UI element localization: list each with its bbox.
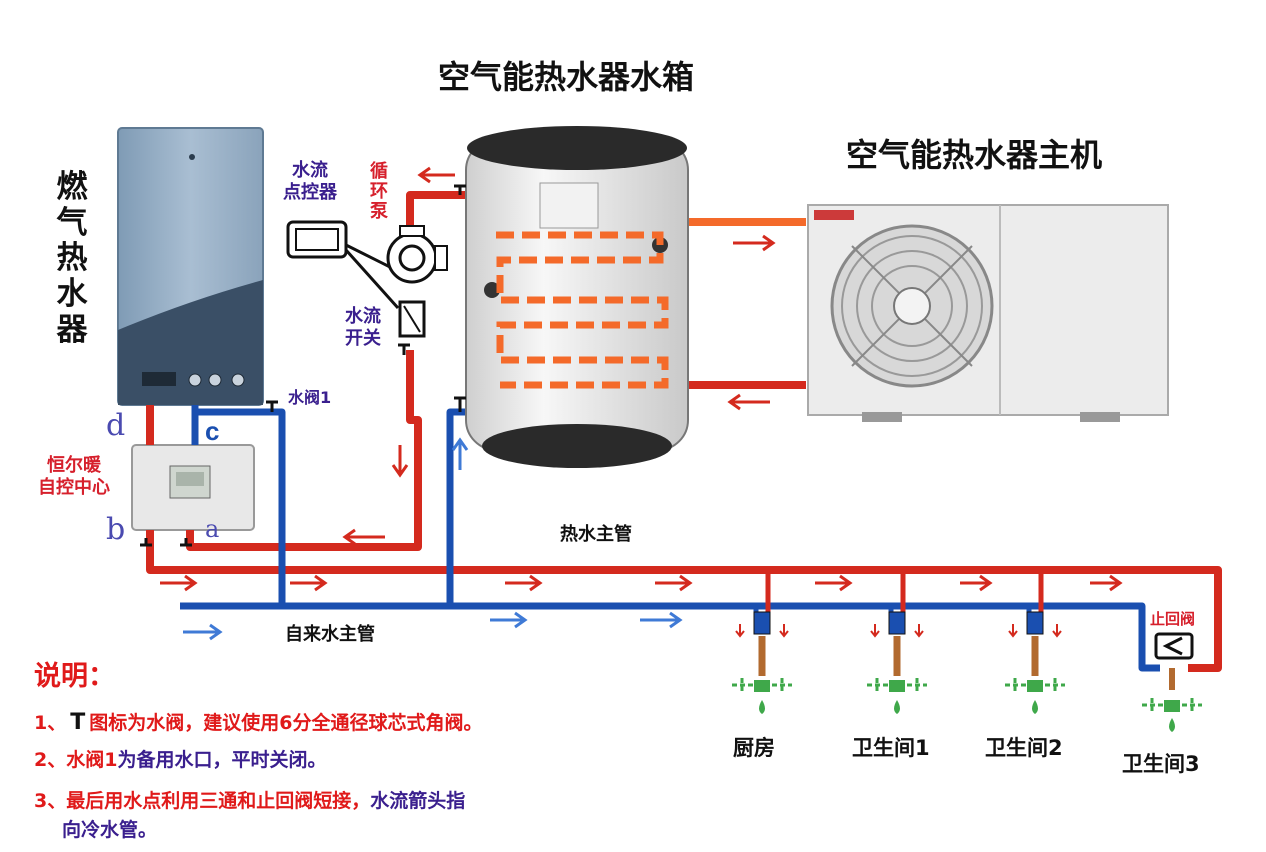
gas-water-heater (117, 127, 264, 406)
branch-arrow-r-0 (779, 624, 789, 638)
fixture-branches (732, 570, 1202, 732)
fixture-bathroom-2: 卫生间2 (985, 736, 1063, 760)
port-d-label: d (106, 408, 126, 443)
branch-arrow-r-2 (1052, 624, 1062, 638)
control-center-label: 恒尔暖 自控中心 (38, 455, 110, 498)
cold-water-pipes (180, 405, 1160, 672)
water-valve-1-label: 水阀1 (288, 388, 332, 407)
gas-heater-title: 燃 气 热 水 器 (56, 169, 88, 348)
hot-main-label: 热水主管 (560, 524, 632, 545)
note-3-purple: 水流箭头指 (370, 790, 466, 812)
branch-arrow-l-2 (1008, 624, 1018, 638)
check-valve (1154, 632, 1194, 690)
flow-arrows-hot (160, 166, 1123, 592)
note-2: 2、水阀1为备用水口，平时关闭。 (34, 745, 326, 772)
mixer-valve-2 (1026, 611, 1044, 635)
tank-title: 空气能热水器水箱 (438, 58, 695, 96)
water-drop-3 (1169, 718, 1175, 732)
flow-arrows-cold (183, 437, 683, 641)
note-3-red: 3、最后用水点利用三通和止回阀短接， (34, 790, 371, 812)
circulation-pump (386, 225, 448, 284)
flow-controller-label: 水流 点控器 (283, 160, 337, 203)
water-drop-2 (1032, 700, 1038, 714)
valve-t-icon: T (70, 710, 86, 735)
flow-controller-device (286, 220, 400, 310)
fixture-bathroom-1: 卫生间1 (852, 736, 930, 760)
branch-arrow-l-0 (735, 624, 745, 638)
water-drop-1 (894, 700, 900, 714)
air-source-heat-pump-unit (807, 204, 1169, 422)
circulation-pump-label: 循 环 泵 (370, 161, 388, 222)
faucet-2 (1005, 678, 1065, 692)
fixture-bathroom-3: 卫生间3 (1122, 752, 1200, 776)
note-2-text: 为备用水口，平时关闭。 (117, 749, 327, 771)
note-3-line-2-text: 向冷水管。 (62, 819, 158, 841)
valve-symbols (140, 184, 466, 547)
branch-arrow-l-1 (870, 624, 880, 638)
notes-heading: 说明： (34, 661, 115, 692)
port-a-label: a (205, 515, 220, 543)
main-unit-title: 空气能热水器主机 (846, 136, 1103, 174)
port-c-label: c (205, 416, 220, 446)
branch-arrow-r-1 (914, 624, 924, 638)
flow-switch (398, 300, 426, 338)
note-3: 3、最后用水点利用三通和止回阀短接，水流箭头指 (34, 786, 465, 813)
check-valve-label: 止回阀 (1150, 610, 1196, 628)
heating-coil (496, 231, 669, 389)
faucet-body-0 (754, 680, 770, 692)
water-drop-0 (759, 700, 765, 714)
fixture-kitchen: 厨房 (733, 736, 775, 760)
note-2-prefix: 2、 (34, 749, 67, 771)
water-tank (465, 126, 689, 468)
faucet-0 (732, 678, 792, 692)
cold-main-label: 自来水主管 (285, 624, 375, 645)
note-1-prefix: 1、 (34, 712, 67, 734)
faucet-1 (867, 678, 927, 692)
mixer-valve-1 (888, 611, 906, 635)
note-2-red: 水阀1 (66, 749, 118, 771)
flow-switch-label: 水流 开关 (345, 306, 381, 349)
mixer-valve-0 (753, 611, 771, 635)
control-center-box (131, 444, 255, 531)
note-1-text: 图标为水阀，建议使用6分全通径球芯式角阀。 (89, 712, 483, 734)
port-b-label: b (106, 512, 126, 547)
faucet-3 (1142, 698, 1202, 712)
faucet-body-2 (1027, 680, 1043, 692)
faucet-body-3 (1164, 700, 1180, 712)
faucet-body-1 (889, 680, 905, 692)
note-3-line-2: 向冷水管。 (62, 815, 157, 842)
